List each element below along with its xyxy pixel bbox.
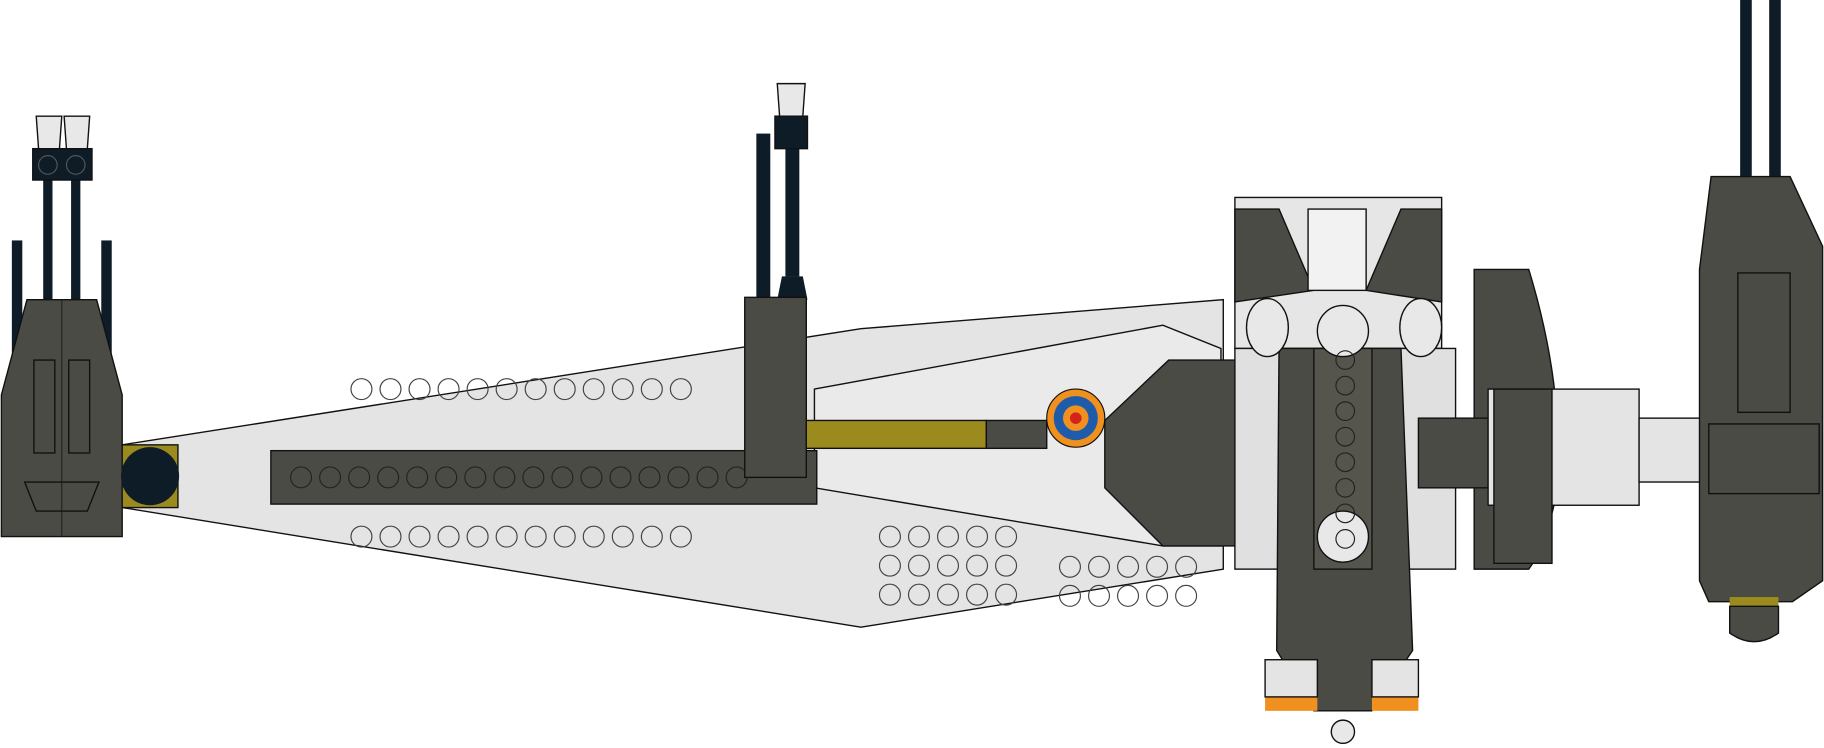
stud	[348, 466, 371, 489]
beam-studs	[290, 466, 748, 489]
stud	[551, 466, 574, 489]
stud	[495, 525, 518, 548]
stud	[966, 525, 989, 548]
stud	[907, 525, 931, 548]
stud	[1117, 584, 1140, 607]
stud	[878, 554, 901, 577]
stud	[466, 378, 489, 401]
stud	[464, 466, 487, 489]
orange-thruster	[1265, 696, 1318, 711]
stud	[582, 378, 605, 401]
stud	[1087, 584, 1111, 607]
stud	[995, 554, 1018, 577]
stud	[408, 525, 431, 548]
spine-studs	[1335, 350, 1356, 549]
stud	[290, 466, 313, 489]
stud	[377, 466, 400, 489]
stud	[1117, 555, 1140, 578]
stud	[611, 525, 634, 548]
stud	[995, 525, 1018, 548]
stud	[406, 466, 429, 489]
stud	[907, 554, 931, 577]
stud	[580, 466, 603, 489]
stud	[966, 554, 989, 577]
stud	[319, 466, 342, 489]
stud	[640, 378, 663, 401]
stud	[638, 466, 661, 489]
stud	[524, 378, 547, 401]
stud	[669, 525, 692, 548]
stud	[553, 378, 576, 401]
stud	[379, 525, 402, 548]
hull-studs	[350, 378, 1198, 607]
stud	[640, 525, 663, 548]
stud	[907, 583, 931, 606]
stud	[1335, 503, 1356, 524]
stud	[495, 378, 518, 401]
stud	[1146, 555, 1169, 578]
stud	[437, 525, 460, 548]
stud	[350, 525, 373, 548]
stud	[995, 583, 1018, 606]
stud	[966, 583, 989, 606]
stud	[936, 554, 960, 577]
olive-stripe	[805, 419, 988, 450]
stud	[936, 525, 960, 548]
stud	[1087, 555, 1111, 578]
stud	[609, 466, 632, 489]
roundel-icon	[1046, 388, 1106, 448]
stud	[878, 583, 901, 606]
stud	[878, 525, 901, 548]
stud	[350, 378, 373, 401]
stud	[1335, 426, 1356, 447]
stud	[1175, 584, 1198, 607]
stud	[1058, 584, 1081, 607]
right-engine	[1698, 0, 1824, 643]
stud	[379, 378, 402, 401]
stud	[696, 466, 719, 489]
cannon-tower	[744, 82, 809, 479]
stud	[1335, 401, 1356, 422]
stud	[522, 466, 545, 489]
stud	[1335, 375, 1356, 396]
engine-nozzle	[121, 447, 180, 506]
stud	[1335, 350, 1356, 370]
stud	[524, 525, 547, 548]
stud	[611, 378, 634, 401]
stud	[1335, 452, 1356, 473]
stud	[582, 525, 605, 548]
stud	[936, 583, 960, 606]
stud	[1335, 477, 1356, 498]
left-engine-rods	[11, 115, 112, 380]
stud	[1146, 584, 1169, 607]
stud	[437, 378, 460, 401]
stud	[1335, 529, 1356, 549]
stud	[669, 378, 692, 401]
stud	[1175, 555, 1198, 578]
stud	[408, 378, 431, 401]
stud	[493, 466, 516, 489]
stud	[466, 525, 489, 548]
stud	[435, 466, 458, 489]
stud	[553, 525, 576, 548]
stud	[1058, 555, 1081, 578]
stud	[667, 466, 690, 489]
